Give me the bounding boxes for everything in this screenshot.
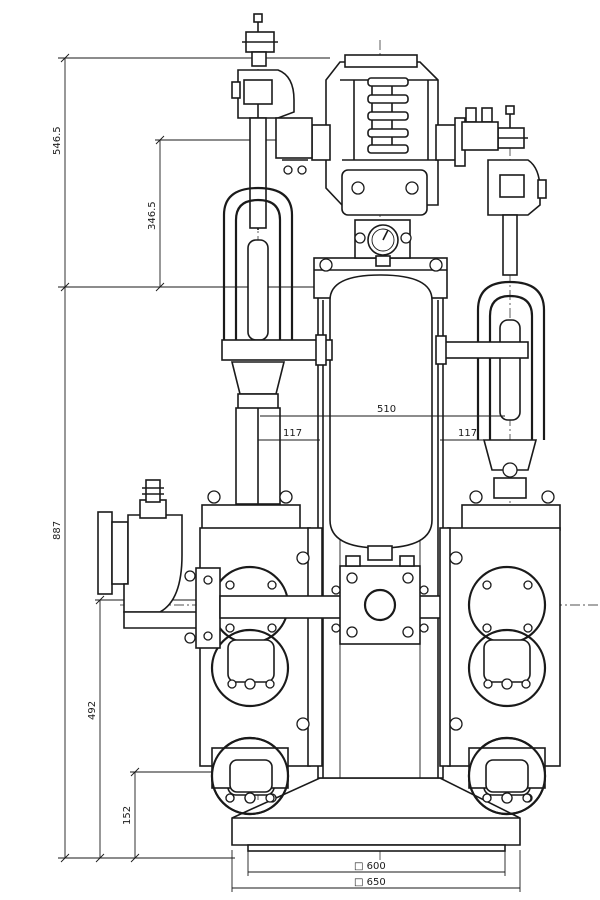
dim-right-offset: 117 xyxy=(458,428,477,439)
left-inlet-pipe xyxy=(97,479,221,649)
dim-outlet-height: 492 xyxy=(87,701,98,720)
dim-upper-height: 546.5 xyxy=(52,126,63,155)
dim-base-outer: □ 650 xyxy=(354,877,386,888)
dim-base-height: 152 xyxy=(122,806,133,825)
dim-base-inner: □ 600 xyxy=(354,861,386,872)
dim-middle-height: 346.5 xyxy=(147,201,158,230)
left-lower-cylinder xyxy=(210,736,290,816)
air-chamber-vessel xyxy=(329,274,433,561)
left-drive-assembly xyxy=(221,13,333,505)
gearbox-housing xyxy=(311,54,466,267)
dim-left-offset: 117 xyxy=(283,428,302,439)
dim-column-width: 510 xyxy=(377,404,396,415)
dim-overall-height: 887 xyxy=(52,521,63,540)
right-drive-assembly xyxy=(435,105,547,499)
right-lower-cylinder xyxy=(467,736,547,816)
horizontal-dimension-lines xyxy=(258,415,510,441)
left-dimension-lines xyxy=(58,53,330,863)
base-plate xyxy=(231,777,521,852)
